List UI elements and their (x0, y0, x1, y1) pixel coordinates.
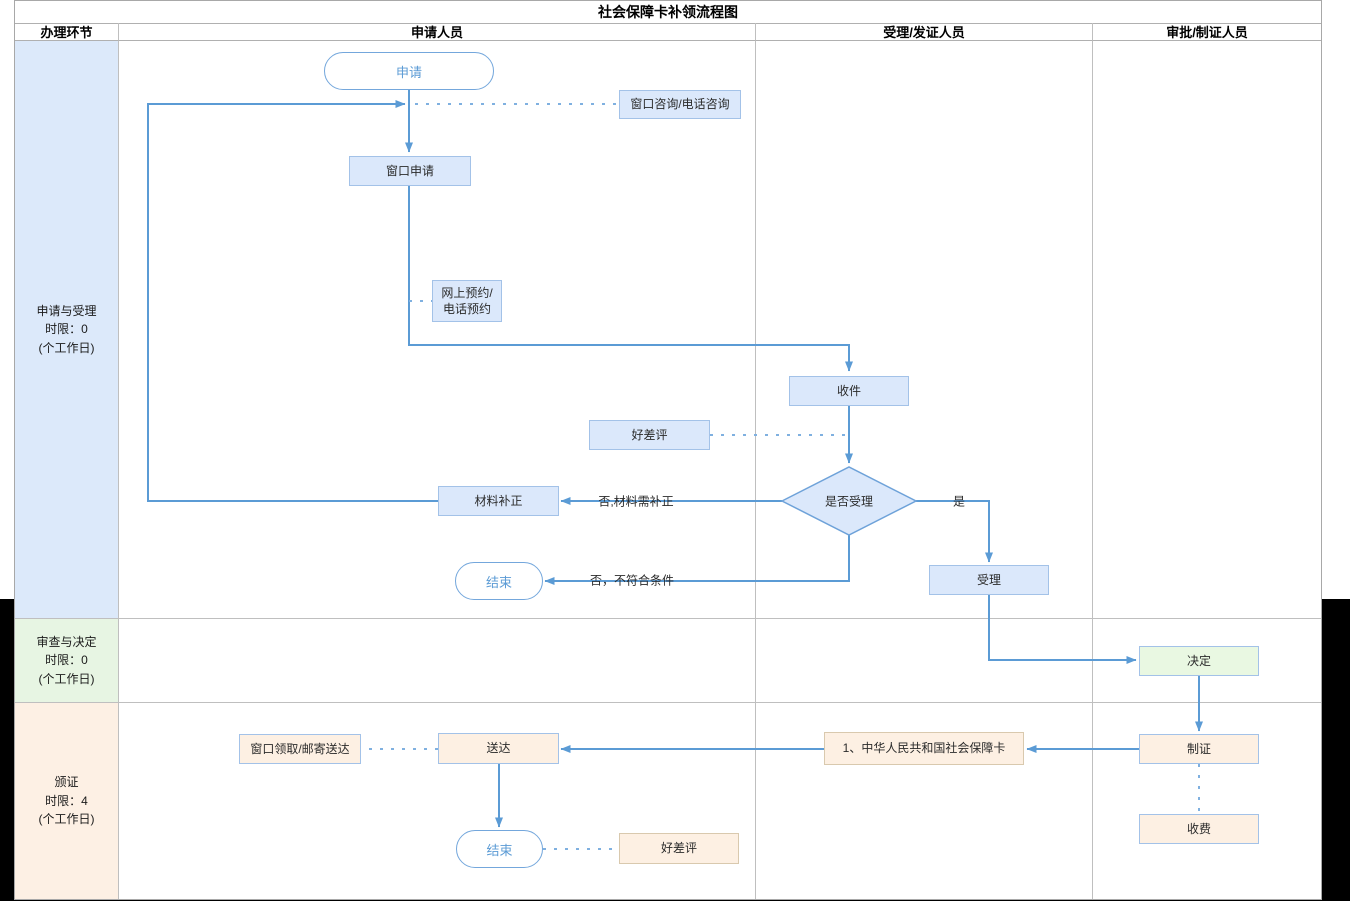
lane-apply-accept-limit: 时限：0 (45, 322, 88, 337)
node-window-consult: 窗口咨询/电话咨询 (619, 90, 741, 119)
lane-review-decide: 审查与决定 时限：0 (个工作日) (15, 619, 119, 703)
node-charge: 收费 (1139, 814, 1259, 844)
node-decision-label: 是否受理 (824, 494, 874, 509)
column-header-acceptor: 受理/发证人员 (756, 23, 1093, 41)
lane3-col4-cell (1093, 703, 1321, 899)
node-window-pickup: 窗口领取/邮寄送达 (239, 734, 361, 764)
node-supplement: 材料补正 (438, 486, 559, 516)
lane-issue-cert-unit: (个工作日) (38, 812, 95, 827)
node-make-cert: 制证 (1139, 734, 1259, 764)
lane3-col3-cell (756, 703, 1093, 899)
node-online-booking-line2: 电话预约 (442, 302, 491, 316)
lane2-col3-cell (756, 619, 1093, 703)
lane1-col2-cell (119, 41, 756, 619)
node-social-security-card: 1、中华人民共和国社会保障卡 (824, 732, 1024, 765)
lane-issue-cert-limit: 时限：4 (45, 793, 88, 808)
node-decide: 决定 (1139, 646, 1259, 676)
lane-review-decide-name: 审查与决定 (36, 634, 97, 649)
diagram-title: 社会保障卡补领流程图 (15, 1, 1321, 24)
lane-apply-accept-unit: (个工作日) (38, 340, 95, 355)
lane-issue-cert: 颁证 时限：4 (个工作日) (15, 703, 119, 899)
lane-review-decide-limit: 时限：0 (45, 653, 88, 668)
column-header-approver: 审批/制证人员 (1093, 23, 1321, 41)
lane-apply-accept: 申请与受理 时限：0 (个工作日) (15, 41, 119, 619)
node-receive: 收件 (789, 376, 909, 406)
node-accept: 受理 (929, 565, 1049, 595)
flow-table: 社会保障卡补领流程图 办理环节 申请人员 受理/发证人员 审批/制证人员 申请与… (14, 0, 1322, 900)
lane1-col4-cell (1093, 41, 1321, 619)
node-deliver: 送达 (438, 733, 559, 764)
node-review-bottom: 好差评 (619, 833, 739, 864)
edge-label-no-supplement: 否,材料需补正 (598, 494, 674, 509)
node-online-booking-line1: 网上预约/ (441, 285, 493, 300)
lane3-col2-cell (119, 703, 756, 899)
lane-issue-cert-name: 颁证 (54, 775, 79, 790)
node-window-apply: 窗口申请 (349, 156, 471, 186)
edge-label-no-reject: 否，不符合条件 (589, 573, 675, 588)
node-review-top: 好差评 (589, 420, 710, 450)
node-end-bottom: 结束 (456, 830, 543, 868)
node-online-booking: 网上预约/ 电话预约 (432, 280, 502, 322)
edge-label-yes: 是 (952, 494, 966, 509)
node-end-middle: 结束 (455, 562, 543, 600)
column-header-step: 办理环节 (15, 23, 119, 41)
node-apply-start: 申请 (324, 52, 494, 90)
lane-review-decide-unit: (个工作日) (38, 671, 95, 686)
lane1-col3-cell (756, 41, 1093, 619)
lane2-col4-cell (1093, 619, 1321, 703)
lane-apply-accept-name: 申请与受理 (36, 303, 97, 318)
column-header-applicant: 申请人员 (119, 23, 756, 41)
lane2-col2-cell (119, 619, 756, 703)
